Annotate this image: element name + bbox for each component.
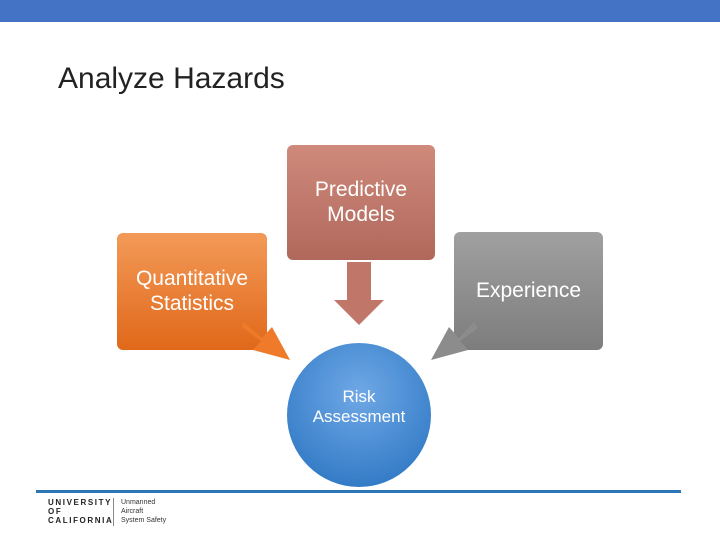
arrow-quantitative-to-risk <box>242 322 290 360</box>
department-line-1: Unmanned <box>121 499 156 506</box>
top-accent-bar <box>0 0 720 22</box>
predictive-models-box <box>287 145 435 260</box>
experience-label: Experience <box>454 232 603 350</box>
arrow-predictive-to-risk <box>334 262 384 325</box>
department-line-2: Aircraft <box>121 508 144 515</box>
quantitative-statistics-box <box>117 233 267 350</box>
logo-line-3: CALIFORNIA <box>48 516 114 525</box>
risk-assessment-label: Risk Assessment <box>299 375 419 439</box>
experience-text: Experience <box>475 278 582 302</box>
logo-separator <box>113 498 114 526</box>
predictive-line-1: Predictive <box>314 178 408 202</box>
experience-box <box>454 232 603 350</box>
department-line-3: System Safety <box>121 517 167 524</box>
risk-line-2: Assessment <box>312 407 406 426</box>
risk-line-1: Risk <box>342 387 376 407</box>
department-name: Unmanned Aircraft System Safety <box>121 498 166 525</box>
arrow-experience-to-risk <box>431 322 478 360</box>
slide-title: Analyze Hazards <box>58 62 285 95</box>
risk-assessment-circle <box>287 343 431 487</box>
predictive-line-2: Models <box>327 202 395 226</box>
quantitative-line-1: Quantitative <box>135 267 249 291</box>
footer-divider <box>36 490 681 493</box>
logo-line-2: OF <box>48 507 63 516</box>
logo-line-1: UNIVERSITY <box>48 498 113 507</box>
quantitative-line-2: Statistics <box>149 291 235 315</box>
predictive-models-label: Predictive Models <box>287 145 435 260</box>
quantitative-statistics-label: Quantitative Statistics <box>117 233 267 350</box>
university-logo: UNIVERSITY OF CALIFORNIA <box>48 498 113 525</box>
